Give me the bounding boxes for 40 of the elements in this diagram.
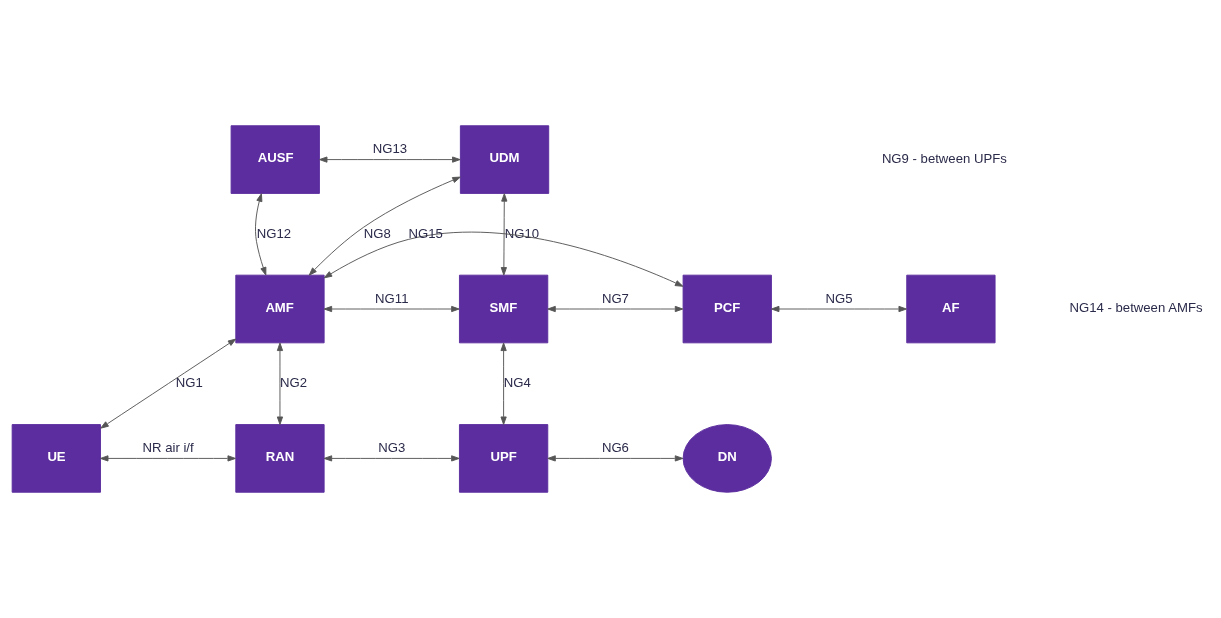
label: NG14 - between AMFs <box>1069 300 1203 316</box>
edge-label: NG7 <box>601 290 629 306</box>
arrow <box>547 455 684 462</box>
node-box: UE <box>11 424 101 493</box>
arrow <box>500 342 507 425</box>
edge-label: NG1 <box>175 375 203 391</box>
arrow <box>308 176 461 276</box>
arrow <box>276 342 284 425</box>
node-box: PCF <box>682 274 772 344</box>
arrow <box>100 455 236 462</box>
node-box: AF <box>906 274 996 344</box>
node-box: UDM <box>459 125 550 194</box>
node-box: RAN <box>235 424 325 493</box>
arrow <box>770 305 907 313</box>
edge-label: NG15 <box>408 225 443 241</box>
label: NG9 - between UPFs <box>881 151 1007 167</box>
edge-label: NG6 <box>601 440 629 456</box>
edge-label: NG8 <box>363 225 391 241</box>
arrow <box>100 338 237 429</box>
edge-label: NG3 <box>378 440 406 456</box>
edge-label: NG2 <box>280 375 308 391</box>
node-box: UPF <box>458 424 549 493</box>
arrow <box>547 305 684 313</box>
node-box: SMF <box>458 274 549 344</box>
arrow <box>323 305 460 313</box>
arrow <box>323 231 684 287</box>
arrow <box>500 193 508 276</box>
node-box: AMF <box>235 274 325 344</box>
edge-label: NG12 <box>256 225 292 241</box>
arrow <box>255 193 267 276</box>
edge-label: NG10 <box>504 225 540 241</box>
edge-label: NR air i/f <box>142 440 194 456</box>
arrow <box>319 156 461 163</box>
edge-label: NG5 <box>825 290 853 306</box>
node-box: AUSF <box>230 125 320 194</box>
edge-label: NG11 <box>375 290 409 306</box>
edge-label: NG13 <box>372 141 408 157</box>
arrow <box>323 455 460 462</box>
edge-label: NG4 <box>503 375 531 391</box>
node-ellipse: DN <box>682 424 772 493</box>
